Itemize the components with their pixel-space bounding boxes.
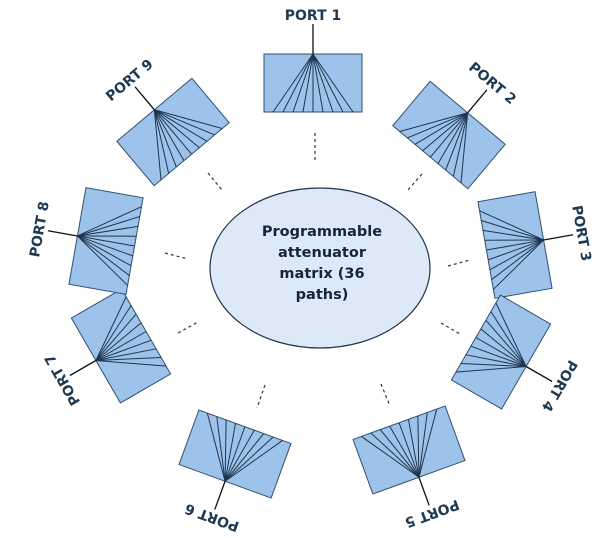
port-9-link-dashes: [207, 172, 223, 191]
port-2: PORT 2: [392, 59, 519, 190]
center-label-line-1: Programmable: [262, 224, 382, 240]
port-6-connector: [214, 481, 226, 510]
port-1: PORT 1: [263, 8, 363, 113]
port-2-link-dashes: [406, 173, 423, 192]
port-4-connector: [525, 365, 553, 383]
port-3-label: PORT 3: [568, 204, 594, 262]
port-8: PORT 8: [27, 187, 144, 295]
port-1-label: PORT 1: [285, 8, 341, 24]
port-9-connector: [134, 86, 155, 111]
port-3: PORT 3: [477, 191, 594, 299]
port-9-fan-lines: [153, 109, 223, 180]
port-6-label: PORT 6: [183, 500, 242, 534]
port-4-link-dashes: [440, 322, 461, 335]
port-5: PORT 5: [352, 405, 466, 530]
port-4: PORT 4: [450, 294, 580, 414]
port-8-connector: [47, 230, 78, 237]
port-2-label: PORT 2: [465, 59, 519, 108]
port-5-label: PORT 5: [403, 496, 462, 530]
port-5-fan-lines: [361, 408, 438, 478]
port-7-connector: [69, 359, 97, 377]
port-2-connector: [467, 89, 488, 114]
port-9-label: PORT 9: [103, 56, 157, 105]
port-7-link-dashes: [177, 321, 199, 334]
port-7: PORT 7: [42, 288, 172, 408]
port-9: PORT 9: [103, 56, 230, 187]
port-2-fan-lines: [399, 112, 469, 183]
center-label-line-2: attenuator: [278, 245, 367, 261]
attenuator-matrix-ellipse: [209, 187, 431, 349]
port-8-link-dashes: [164, 252, 189, 260]
port-1-fan-lines: [272, 53, 354, 113]
port-6-fan-lines: [206, 412, 283, 482]
center-label-line-4: paths): [296, 287, 349, 303]
port-7-fan-lines: [95, 296, 167, 367]
port-8-label: PORT 8: [27, 200, 53, 258]
port-3-connector: [543, 234, 574, 241]
port-5-link-dashes: [380, 383, 391, 407]
port-6: PORT 6: [178, 409, 292, 534]
port-4-fan-lines: [455, 302, 527, 373]
center-label-line-3: matrix (36: [279, 266, 364, 282]
port-5-connector: [418, 477, 430, 506]
port-6-link-dashes: [256, 384, 266, 409]
port-3-link-dashes: [447, 259, 471, 267]
port-3-fan-lines: [479, 210, 544, 290]
port-4-label: PORT 4: [538, 357, 580, 414]
port-7-label: PORT 7: [42, 351, 84, 408]
port-8-fan-lines: [77, 206, 142, 286]
